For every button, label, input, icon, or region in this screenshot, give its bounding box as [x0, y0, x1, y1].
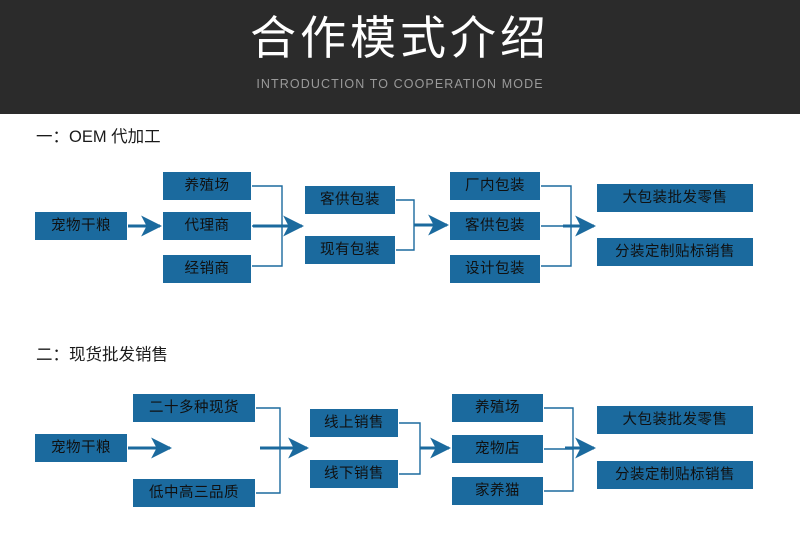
- s2-bracket-customer-type: [544, 407, 574, 492]
- s1-customer-type-box-1[interactable]: 养殖场: [163, 172, 251, 200]
- s1-sales-mode-box-2[interactable]: 分装定制贴标销售: [597, 238, 753, 266]
- s1-packaging-method-box-1[interactable]: 厂内包装: [450, 172, 540, 200]
- s1-sales-mode-box-1[interactable]: 大包装批发零售: [597, 184, 753, 212]
- s2-stock-type-box-1[interactable]: 二十多种现货: [133, 394, 255, 422]
- page-title: 合作模式介绍: [250, 12, 550, 64]
- s1-bracket-packaging-source: [396, 199, 415, 251]
- s1-source-box-1[interactable]: 宠物干粮: [35, 212, 127, 240]
- s1-bracket-customer-type: [252, 185, 283, 267]
- s1-customer-type-box-3[interactable]: 经销商: [163, 255, 251, 283]
- s2-customer-type-box-1[interactable]: 养殖场: [452, 394, 543, 422]
- s2-source-box-1[interactable]: 宠物干粮: [35, 434, 127, 462]
- s2-channel-box-1[interactable]: 线上销售: [310, 409, 398, 437]
- s1-bracket-packaging-method: [541, 185, 572, 267]
- header-banner: 合作模式介绍 INTRODUCTION TO COOPERATION MODE: [0, 0, 800, 114]
- section-1-heading: 一：OEM 代加工: [36, 128, 161, 146]
- s2-sales-mode-box-1[interactable]: 大包装批发零售: [597, 406, 753, 434]
- s2-bracket-stock-type: [256, 407, 281, 494]
- s1-packaging-source-box-1[interactable]: 客供包装: [305, 186, 395, 214]
- s1-packaging-source-box-2[interactable]: 现有包装: [305, 236, 395, 264]
- s1-packaging-method-box-3[interactable]: 设计包装: [450, 255, 540, 283]
- page-subtitle: INTRODUCTION TO COOPERATION MODE: [256, 77, 544, 91]
- s1-customer-type-box-2[interactable]: 代理商: [163, 212, 251, 240]
- s2-bracket-channel: [399, 422, 421, 475]
- s2-sales-mode-box-2[interactable]: 分装定制贴标销售: [597, 461, 753, 489]
- s2-channel-box-2[interactable]: 线下销售: [310, 460, 398, 488]
- s2-customer-type-box-3[interactable]: 家养猫: [452, 477, 543, 505]
- s1-packaging-method-box-2[interactable]: 客供包装: [450, 212, 540, 240]
- s2-customer-type-box-2[interactable]: 宠物店: [452, 435, 543, 463]
- s2-stock-type-box-2[interactable]: 低中高三品质: [133, 479, 255, 507]
- section-2-heading: 二：现货批发销售: [36, 346, 168, 364]
